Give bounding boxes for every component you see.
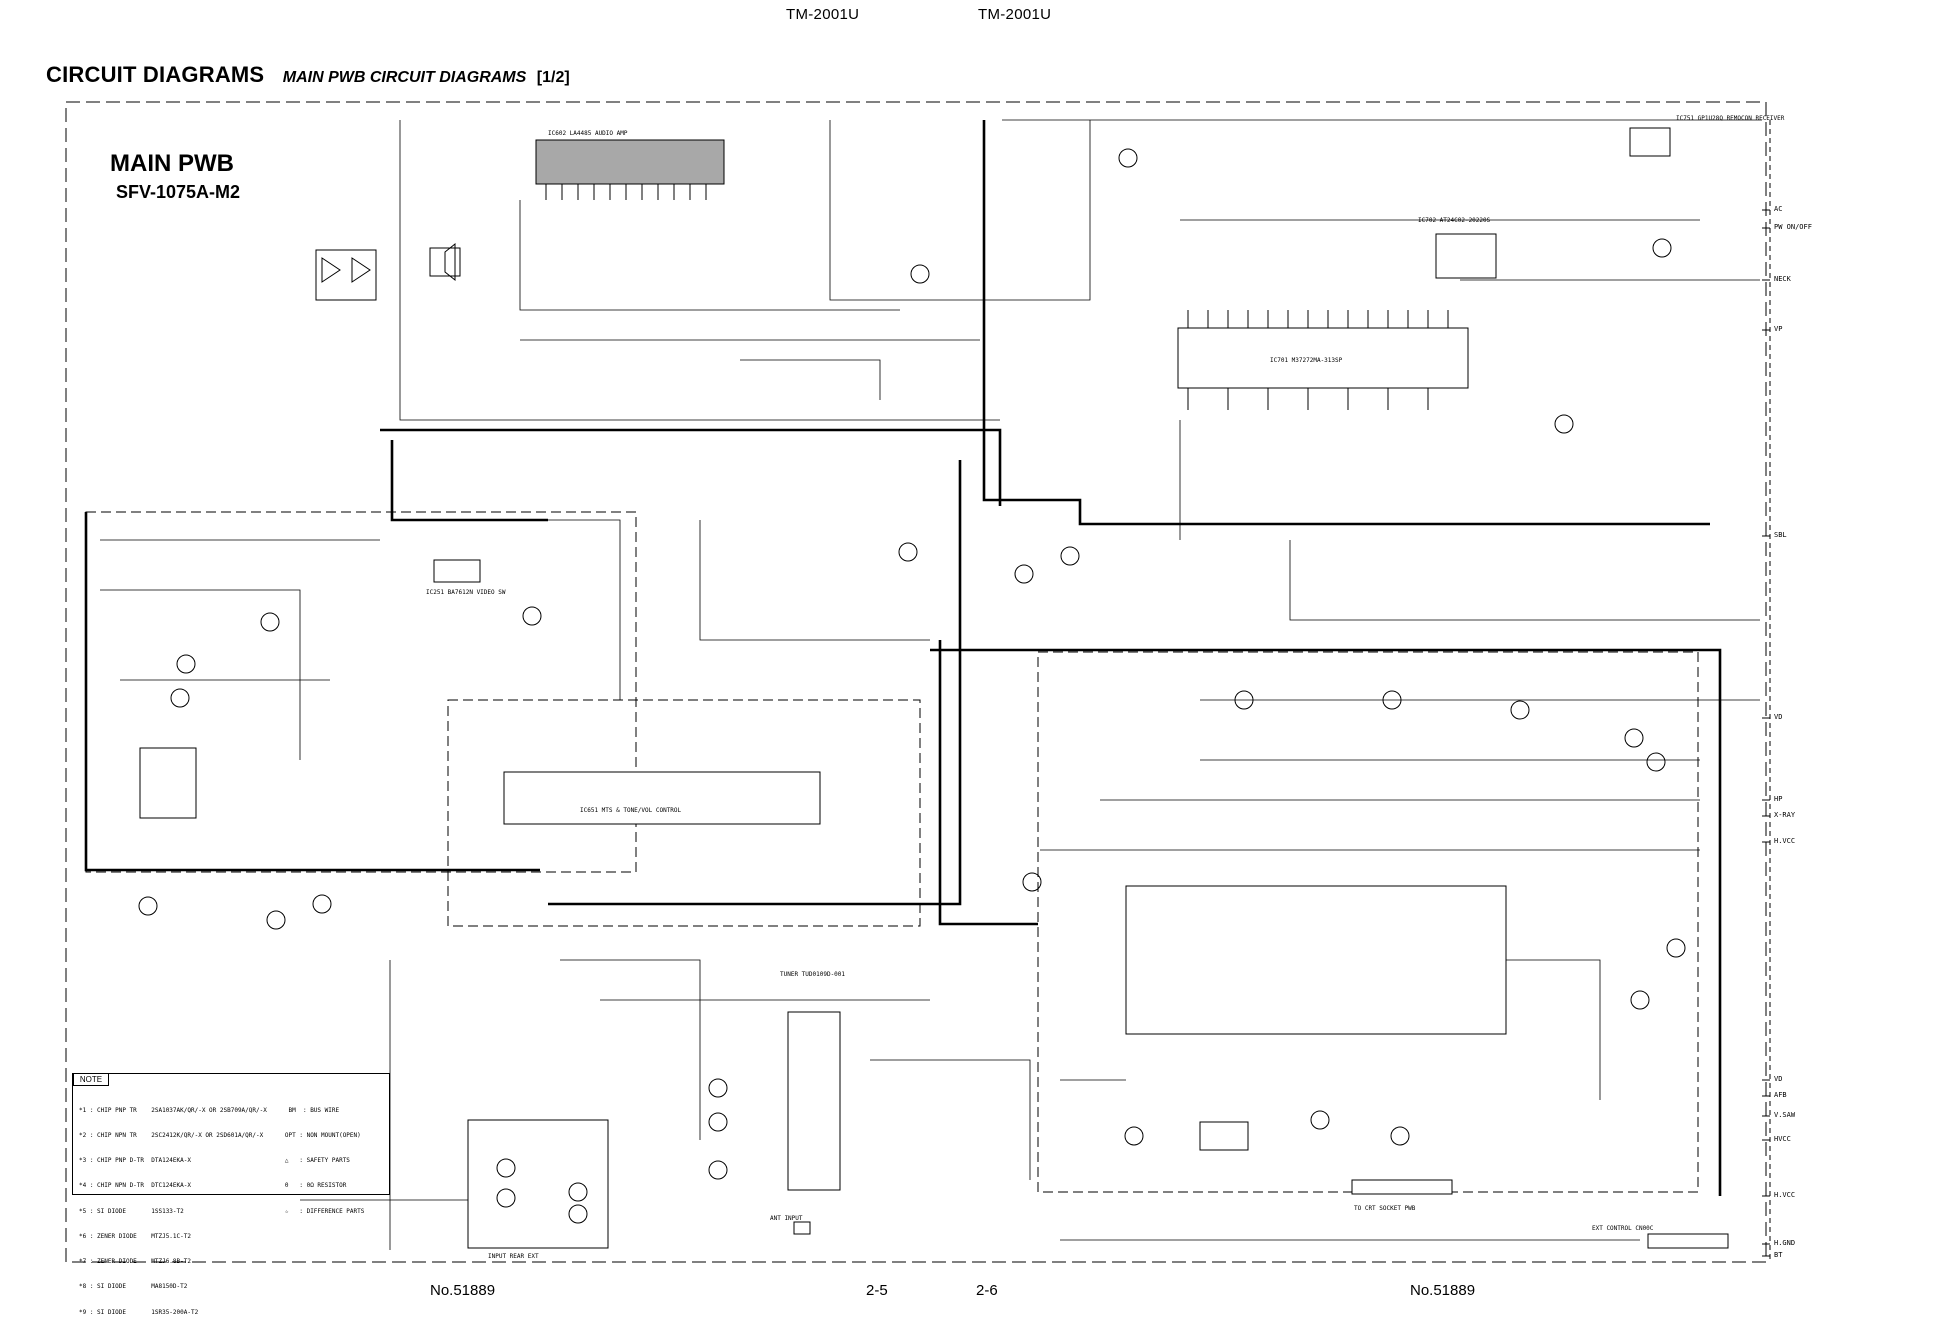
- notes-lines: *1 : CHIP PNP TR 2SA1037AK/QR/-X OR 2SB7…: [79, 1090, 364, 1334]
- ic251-video-sw: IC251 BA7612N VIDEO SW: [426, 559, 506, 596]
- note-line: *7 : ZENER DIODE MTZJ6.8B-T2: [79, 1258, 191, 1266]
- ic252: [139, 747, 197, 819]
- bus-line-e: [548, 460, 962, 906]
- bus-line-g: [938, 640, 1038, 926]
- bus-line-a: [84, 512, 540, 872]
- doc-number-right: No.51889: [1410, 1282, 1476, 1299]
- connector-label: PW ON/OFF: [1774, 223, 1812, 231]
- crt-socket-connector: TO CRT SOCKET PWB: [1351, 1179, 1453, 1212]
- ic251-label: IC251 BA7612N VIDEO SW: [426, 589, 506, 596]
- page-number-right: 2-6: [976, 1282, 998, 1299]
- page-number-left: 2-5: [866, 1282, 888, 1299]
- connector-label: VD: [1774, 1075, 1783, 1083]
- ic651-tone-control: IC651 MTS & TONE/VOL CONTROL: [503, 771, 821, 825]
- tuner-module: TUNER TUD0109D-001: [780, 971, 845, 1191]
- connector-label: V.SAW: [1774, 1111, 1796, 1119]
- note-line: *4 : CHIP NPN D-TR DTC124EKA-X 0 : 0Ω RE…: [79, 1182, 347, 1190]
- tuner-label: TUNER TUD0109D-001: [780, 971, 845, 978]
- connector-label: AC: [1774, 205, 1783, 213]
- ext-control-connector: EXT CONTROL CN00C: [1592, 1225, 1729, 1249]
- remocon-label: IC751 GP1U28Q REMOCON RECEIVER: [1676, 115, 1785, 122]
- connector-label: HVCC: [1774, 1135, 1791, 1143]
- remocon-receiver: IC751 GP1U28Q REMOCON RECEIVER: [1629, 115, 1785, 157]
- connector-label: H.VCC: [1774, 1191, 1796, 1199]
- model-number-left: TM-2001U: [786, 6, 860, 23]
- note-line: *9 : SI DIODE 1SR35-200A-T2: [79, 1308, 199, 1316]
- av-input-label: INPUT REAR EXT: [488, 1253, 539, 1260]
- note-line: *5 : SI DIODE 1SS133-T2 ☆ : DIFFERENCE P…: [79, 1207, 365, 1215]
- crt-label: TO CRT SOCKET PWB: [1354, 1205, 1416, 1212]
- ic-chroma-processor: [1125, 885, 1507, 1035]
- ic602-audio-amp: IC602 LA4485 AUDIO AMP: [535, 130, 725, 200]
- bus-line-f: [930, 648, 1722, 1196]
- connector-label: HP: [1774, 795, 1783, 803]
- ic701-label: IC701 M37272MA-313SP: [1270, 357, 1343, 364]
- model-number-right: TM-2001U: [978, 6, 1052, 23]
- connector-label: VP: [1774, 325, 1783, 333]
- saw-filter: [1199, 1121, 1249, 1151]
- section-subtitle: MAIN PWB CIRCUIT DIAGRAMS: [282, 69, 527, 86]
- notes-title: NOTE: [73, 1073, 109, 1086]
- speaker-icon: [429, 242, 461, 282]
- note-line: *1 : CHIP PNP TR 2SA1037AK/QR/-X OR 2SB7…: [79, 1106, 340, 1114]
- connector-label: H.VCC: [1774, 837, 1796, 845]
- section-part: [1/2]: [536, 69, 570, 86]
- ic702-memory: IC702 AT24C02-20220S: [1418, 217, 1497, 279]
- notes-legend: NOTE *1 : CHIP PNP TR 2SA1037AK/QR/-X OR…: [72, 1073, 390, 1316]
- ext-control-label: EXT CONTROL CN00C: [1592, 1225, 1654, 1232]
- note-line: *3 : CHIP PNP D-TR DTA124EKA-X △ : SAFET…: [79, 1157, 350, 1165]
- ic602-label: IC602 LA4485 AUDIO AMP: [548, 130, 628, 137]
- board-code: SFV-1075A-M2: [116, 182, 241, 202]
- power-amp-left: [315, 249, 377, 301]
- bus-line-c: [390, 440, 548, 522]
- right-edge-connectors: [1762, 209, 1770, 1257]
- bus-line-d: [982, 120, 1710, 526]
- connector-label: X-RAY: [1774, 811, 1796, 819]
- connector-label: BT: [1774, 1251, 1783, 1259]
- ant-input: ANT INPUT: [770, 1215, 811, 1235]
- tone-control-block-outline: [447, 699, 921, 927]
- board-name: MAIN PWB: [110, 150, 234, 177]
- connector-label: NECK: [1774, 275, 1791, 283]
- note-line: *6 : ZENER DIODE MTZJ5.1C-T2: [79, 1232, 191, 1240]
- ic702-label: IC702 AT24C02-20220S: [1418, 217, 1491, 224]
- connector-label: AFB: [1774, 1091, 1787, 1099]
- connector-label: H.GND: [1774, 1239, 1796, 1247]
- ic651-label: IC651 MTS & TONE/VOL CONTROL: [580, 807, 682, 814]
- ant-label: ANT INPUT: [770, 1215, 803, 1222]
- note-line: *2 : CHIP NPN TR 2SC2412K/QR/-X OR 2SD60…: [79, 1132, 361, 1140]
- doc-number-left: No.51889: [430, 1282, 496, 1299]
- bus-line-b: [380, 428, 1002, 506]
- ic701-mpu: IC701 M37272MA-313SP: [1177, 310, 1469, 410]
- connector-label: VD: [1774, 713, 1783, 721]
- board-outline: [65, 101, 1767, 1263]
- page-title: CIRCUIT DIAGRAMS MAIN PWB CIRCUIT DIAGRA…: [46, 62, 570, 88]
- wiring-traces: [100, 119, 1762, 1250]
- connector-label: SBL: [1774, 531, 1787, 539]
- section-title: CIRCUIT DIAGRAMS: [46, 62, 265, 87]
- note-line: *8 : SI DIODE MA8150D-T2: [79, 1283, 188, 1291]
- av-input-jacks: INPUT REAR EXT: [467, 1119, 609, 1260]
